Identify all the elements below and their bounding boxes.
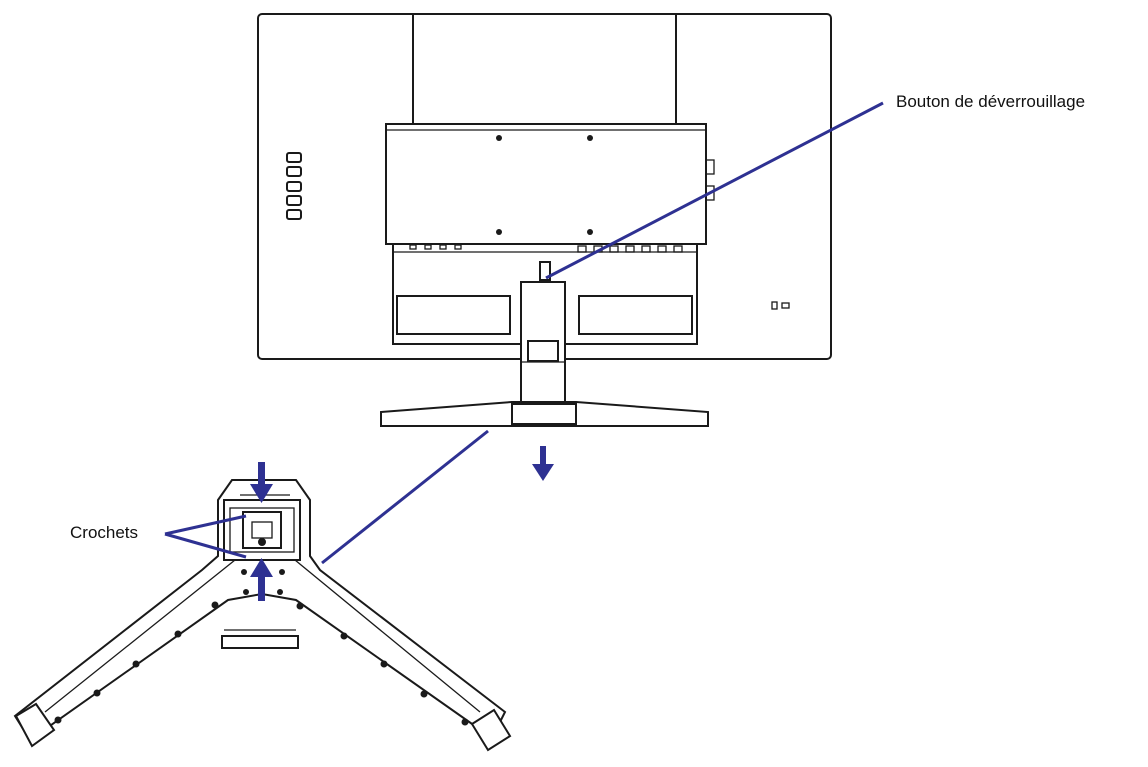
lock-slot-icon: [771, 301, 790, 310]
control-buttons: [286, 152, 302, 220]
monitor-stand: [380, 261, 709, 427]
push-arrow-icon: [250, 462, 273, 601]
down-arrow-icon: [532, 446, 554, 481]
unlock-callout-line: [545, 101, 884, 280]
stand-base-underside: [13, 479, 512, 752]
hook-callout-line-top: [164, 514, 247, 536]
hooks-label: Crochets: [70, 523, 139, 542]
port-row: [409, 244, 683, 253]
base-callout-line: [321, 429, 489, 565]
hook-callout-line-bottom: [164, 532, 247, 559]
unlock-button-label: Bouton de déverrouillage: [896, 92, 1086, 111]
